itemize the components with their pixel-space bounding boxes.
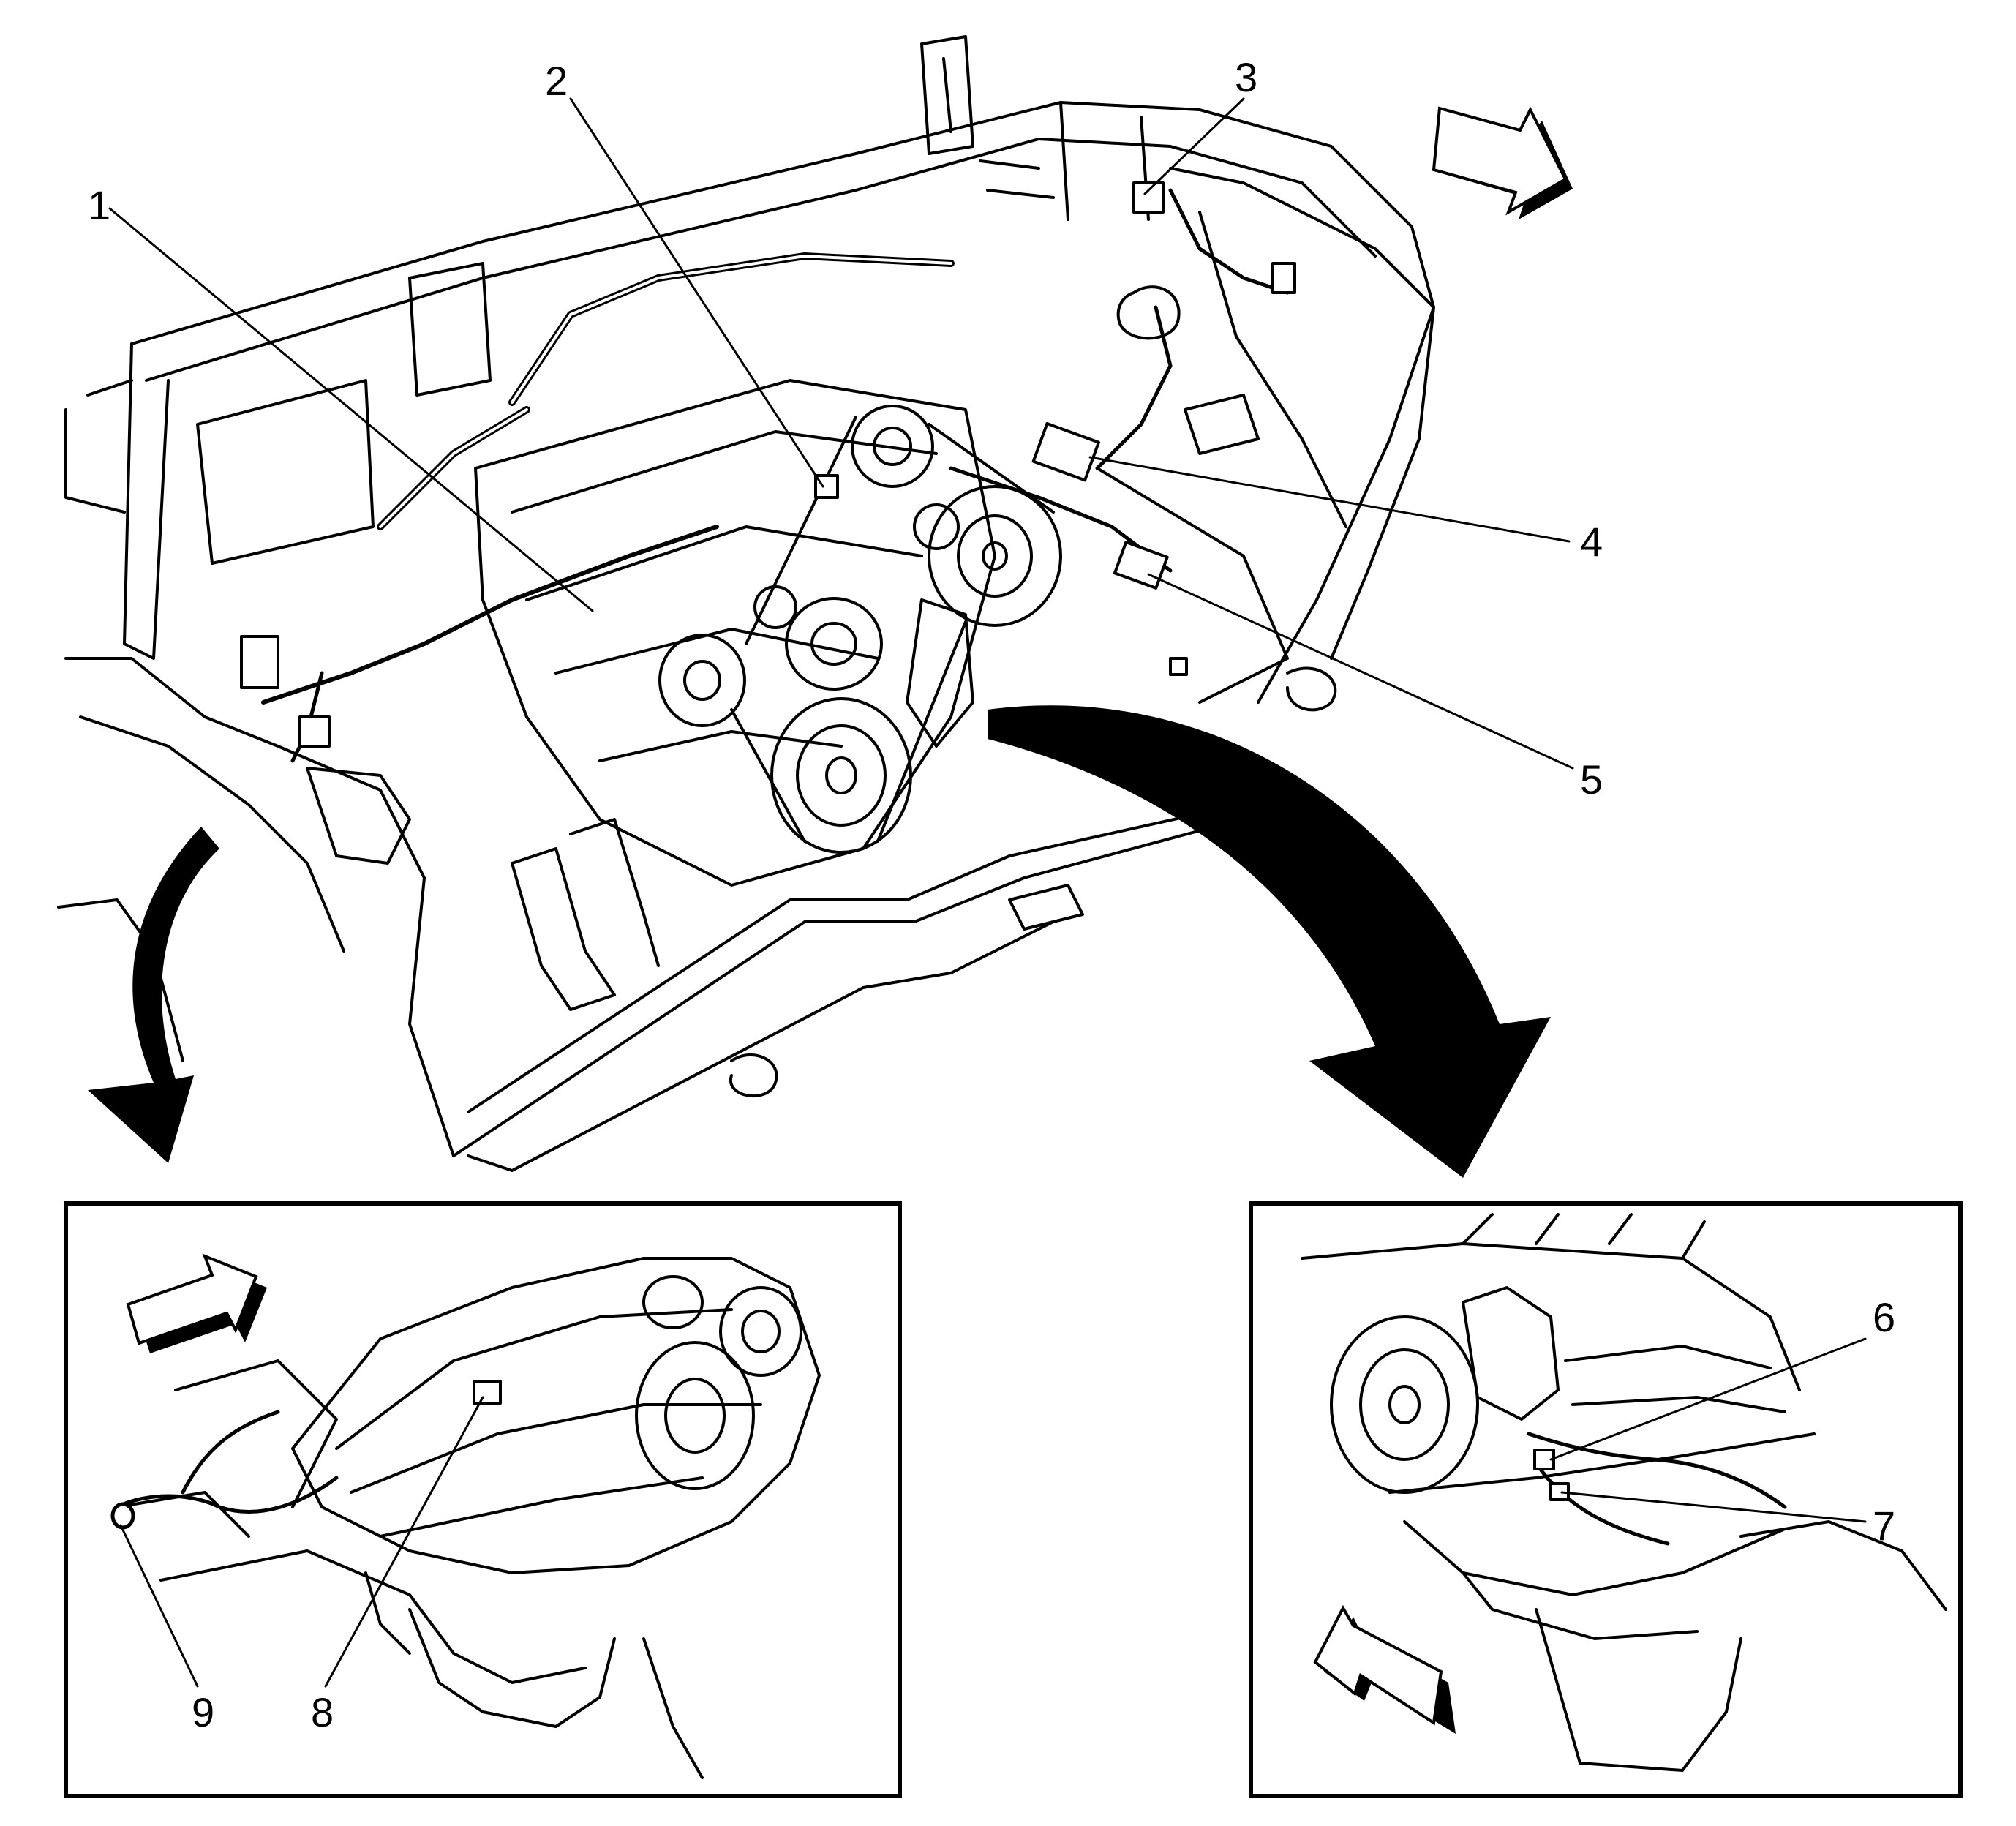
callout-6: 6 xyxy=(1873,1294,1895,1340)
callout-8: 8 xyxy=(311,1689,334,1735)
detail-left-engine xyxy=(110,1257,821,1779)
detail-panel-right xyxy=(1249,1201,1963,1798)
crossmember xyxy=(452,811,1216,1172)
direction-arrow-icon xyxy=(126,1253,267,1353)
direction-arrow-icon xyxy=(1313,1604,1456,1734)
main-view xyxy=(57,35,1574,1178)
right-inner-fender xyxy=(1096,167,1435,712)
callout-2: 2 xyxy=(545,58,568,104)
left-fender-apron xyxy=(57,657,660,1157)
swoosh-arrow-icon xyxy=(988,705,1551,1178)
callout-3: 3 xyxy=(1235,54,1257,100)
detail-panel-left xyxy=(64,1201,902,1798)
leader-lines-right-panel xyxy=(1549,1337,1867,1523)
callout-9: 9 xyxy=(192,1689,214,1735)
detail-right-engine xyxy=(1301,1213,1947,1772)
belt-pulleys xyxy=(658,405,1062,854)
leader-lines-main xyxy=(108,97,1574,770)
leader-lines-left-panel xyxy=(119,1396,484,1688)
callout-1: 1 xyxy=(88,182,110,228)
callout-7: 7 xyxy=(1873,1503,1895,1549)
swoosh-arrow-icon xyxy=(88,827,219,1163)
callout-4: 4 xyxy=(1580,519,1603,565)
callout-5: 5 xyxy=(1580,756,1603,803)
firewall-panel xyxy=(64,35,1435,704)
direction-arrow-icon xyxy=(1432,106,1573,219)
callout-labels: 1 2 3 4 5 6 7 8 9 xyxy=(88,54,1895,1735)
